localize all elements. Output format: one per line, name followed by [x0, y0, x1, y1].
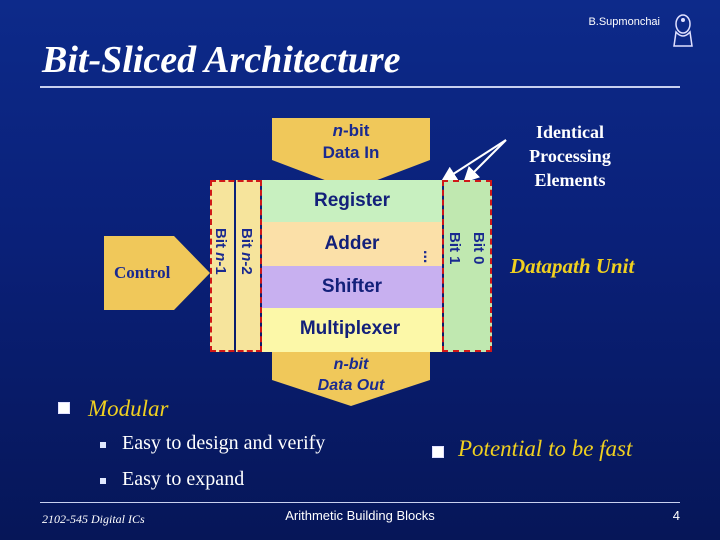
sub-bullet-expand: Easy to expand — [122, 468, 245, 490]
sub-bullet-icon — [100, 442, 106, 448]
identical-line1: Identical — [535, 122, 604, 142]
register-region — [262, 180, 442, 222]
register-label: Register — [313, 190, 391, 211]
data-out-arrow — [272, 352, 430, 406]
data-out-label: n-bit Data Out — [290, 354, 412, 396]
data-in-arrow — [272, 118, 430, 190]
modular-bullet: Modular — [88, 396, 169, 421]
left-slices-border — [210, 180, 262, 352]
author-label: B.Supmonchai — [588, 16, 660, 28]
slice-bit-0 — [468, 180, 492, 352]
shifter-region — [262, 266, 442, 308]
identical-line2: Processing — [529, 146, 611, 166]
modular-bullet-icon — [58, 402, 70, 414]
multiplexer-region — [262, 308, 442, 352]
page-number: 4 — [672, 508, 680, 523]
subject-label: Arithmetic Building Blocks — [285, 508, 435, 523]
footer-line — [40, 502, 680, 503]
data-out-bit: -bit — [343, 356, 369, 373]
adder-region — [262, 222, 442, 266]
data-in-n: n — [332, 121, 343, 140]
university-seal-icon — [673, 14, 693, 47]
control-label: Control — [114, 263, 171, 282]
slice-bit-n-1-label: Bit n-1 — [212, 228, 229, 275]
right-slices-border — [442, 180, 492, 352]
slice-bit-n-1 — [210, 180, 234, 352]
potential-bullet: Potential to be fast — [458, 436, 633, 461]
datapath-unit-label: Datapath Unit — [510, 254, 635, 278]
data-in-line2: Data In — [322, 143, 380, 162]
course-label: 2102-545 Digital ICs — [42, 512, 145, 526]
identical-elements-label: Identical Processing Elements — [500, 120, 640, 192]
shifter-label: Shifter — [321, 276, 383, 297]
control-arrow — [104, 236, 210, 310]
sub-bullet-icon — [100, 478, 106, 484]
data-in-bit: -bit — [342, 121, 370, 140]
multiplexer-label: Multiplexer — [299, 318, 401, 339]
identical-line3: Elements — [534, 170, 606, 190]
sub-bullet-design: Easy to design and verify — [122, 432, 326, 454]
slice-bit-n-2-label: Bit n-2 — [238, 228, 255, 275]
slide-title: Bit-Sliced Architecture — [42, 39, 401, 81]
identical-pointer-arrows — [440, 139, 507, 183]
data-in-label: n-bit Data In — [290, 120, 412, 164]
adder-label: Adder — [324, 233, 380, 254]
title-underline — [40, 86, 680, 88]
slice-bit-n-2 — [236, 180, 260, 352]
slice-ellipsis: ... — [420, 250, 437, 264]
data-out-n: n — [333, 356, 344, 373]
slice-bit-0-label: Bit 0 — [470, 232, 487, 265]
slice-bit-1-label: Bit 1 — [446, 232, 463, 265]
slice-bit-1 — [444, 180, 468, 352]
potential-bullet-icon — [432, 446, 444, 458]
data-out-line2: Data Out — [317, 377, 385, 394]
